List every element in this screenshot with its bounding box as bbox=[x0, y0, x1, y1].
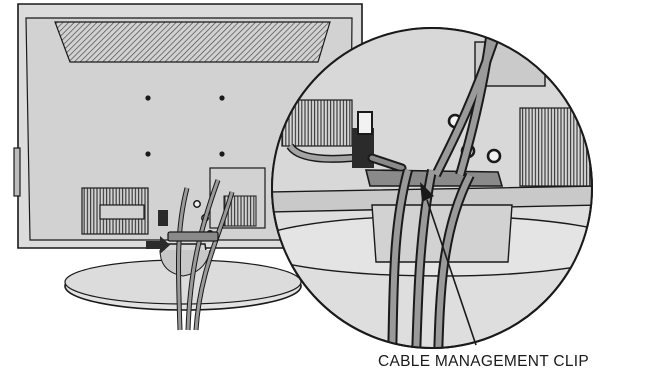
mount-hole bbox=[219, 95, 224, 100]
side-control-bar bbox=[14, 148, 20, 196]
mount-hole bbox=[219, 151, 224, 156]
mount-hole bbox=[145, 151, 150, 156]
mount-hole bbox=[145, 95, 150, 100]
callout-label: CABLE MANAGEMENT CLIP bbox=[378, 353, 640, 375]
clip-bracket bbox=[158, 210, 168, 226]
tv-stand bbox=[65, 244, 301, 310]
cable-clip-small bbox=[168, 232, 218, 241]
top-vent-grille bbox=[55, 22, 330, 62]
